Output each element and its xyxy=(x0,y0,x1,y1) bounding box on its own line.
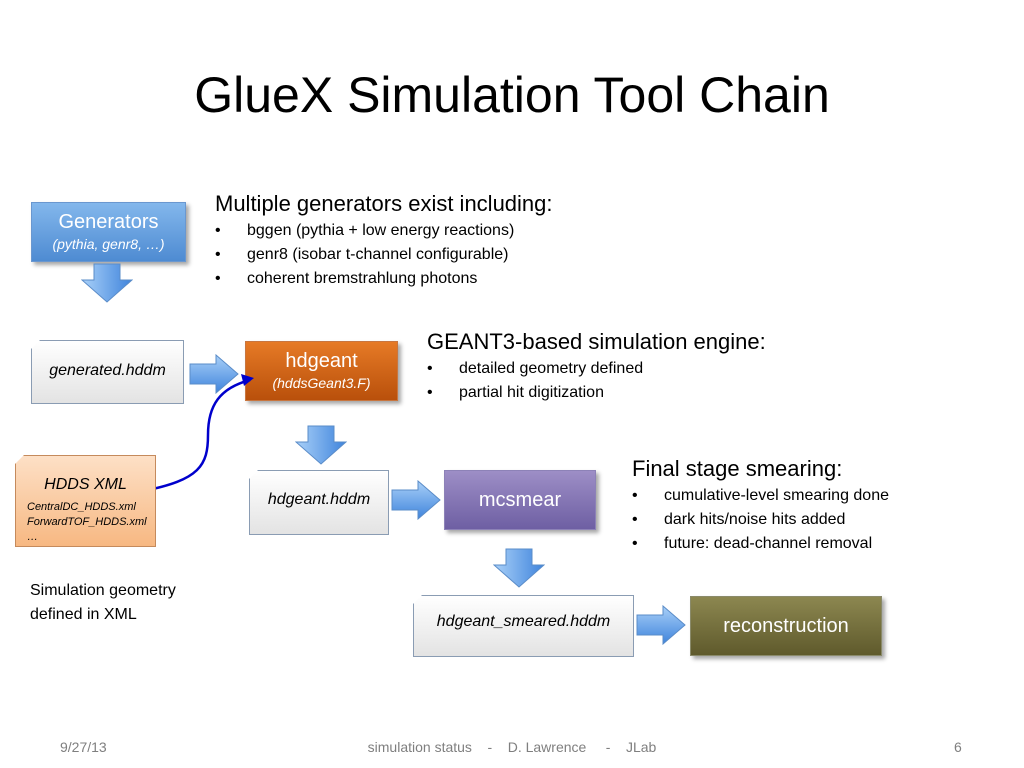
generated-hddm-file: generated.hddm xyxy=(31,340,184,404)
geometry-caption-line: Simulation geometry xyxy=(30,582,176,599)
smearing-notes-heading: Final stage smearing: xyxy=(632,456,843,481)
arrow-right-smeared xyxy=(636,605,686,645)
hdds-xml-file-entry: CentralDC_HDDS.xml xyxy=(27,501,136,513)
geometry-caption: Simulation geometry defined in XML xyxy=(30,579,176,627)
hdds-xml-file-list: CentralDC_HDDS.xml ForwardTOF_HDDS.xml … xyxy=(27,500,147,545)
generators-notes: Multiple generators exist including: bgg… xyxy=(215,190,553,291)
hdds-xml-file: HDDS XML CentralDC_HDDS.xml ForwardTOF_H… xyxy=(15,455,156,547)
hdgeant-box: hdgeant (hddsGeant3.F) xyxy=(245,341,398,401)
generators-box: Generators (pythia, genr8, …) xyxy=(31,202,186,262)
hdds-xml-file-entry: ForwardTOF_HDDS.xml xyxy=(27,516,147,528)
arrow-right-generated xyxy=(189,354,239,394)
generators-notes-heading: Multiple generators exist including: xyxy=(215,191,553,216)
hdgeant-sublabel: (hddsGeant3.F) xyxy=(272,375,371,391)
generators-bullet: genr8 (isobar t-channel configurable) xyxy=(215,243,553,267)
reconstruction-box: reconstruction xyxy=(690,596,882,656)
reconstruction-label: reconstruction xyxy=(723,615,849,637)
smearing-bullet: future: dead-channel removal xyxy=(632,532,889,556)
generators-bullet: coherent bremstrahlung photons xyxy=(215,267,553,291)
footer-date: 9/27/13 xyxy=(60,739,107,755)
hdgeant-hddm-label: hdgeant.hddm xyxy=(267,491,371,508)
footer-page-number: 6 xyxy=(954,739,962,755)
arrow-down-mcsmear xyxy=(493,548,545,588)
geant-notes-heading: GEANT3-based simulation engine: xyxy=(427,329,766,354)
hdgeant-label: hdgeant xyxy=(285,350,358,372)
mcsmear-box: mcsmear xyxy=(444,470,596,530)
smeared-hddm-label: hdgeant_smeared.hddm xyxy=(436,613,611,630)
geant-bullet: detailed geometry defined xyxy=(427,357,766,381)
generators-bullet: bggen (pythia + low energy reactions) xyxy=(215,219,553,243)
hdds-to-hdgeant-connector xyxy=(142,374,254,493)
hdgeant-hddm-file: hdgeant.hddm xyxy=(249,470,389,535)
smearing-notes: Final stage smearing: cumulative-level s… xyxy=(632,455,889,556)
footer-center: simulation status - D. Lawrence - JLab xyxy=(367,739,657,755)
mcsmear-label: mcsmear xyxy=(478,489,562,511)
arrow-down-hdgeant xyxy=(295,425,347,465)
arrow-down-generators xyxy=(81,263,133,303)
smearing-bullet: dark hits/noise hits added xyxy=(632,508,889,532)
geometry-caption-line: defined in XML xyxy=(30,606,137,623)
hdds-xml-file-entry: … xyxy=(27,531,38,543)
generators-sublabel: (pythia, genr8, …) xyxy=(52,236,165,252)
generators-label: Generators xyxy=(58,211,159,233)
smearing-bullet: cumulative-level smearing done xyxy=(632,484,889,508)
smeared-hddm-file: hdgeant_smeared.hddm xyxy=(413,595,634,657)
arrow-right-hdgeant-hddm xyxy=(391,480,441,520)
geant-bullet: partial hit digitization xyxy=(427,381,766,405)
generated-hddm-label: generated.hddm xyxy=(49,362,166,379)
hdds-xml-title: HDDS XML xyxy=(44,476,127,493)
slide-title: GlueX Simulation Tool Chain xyxy=(194,67,830,123)
geant-notes: GEANT3-based simulation engine: detailed… xyxy=(427,328,766,405)
